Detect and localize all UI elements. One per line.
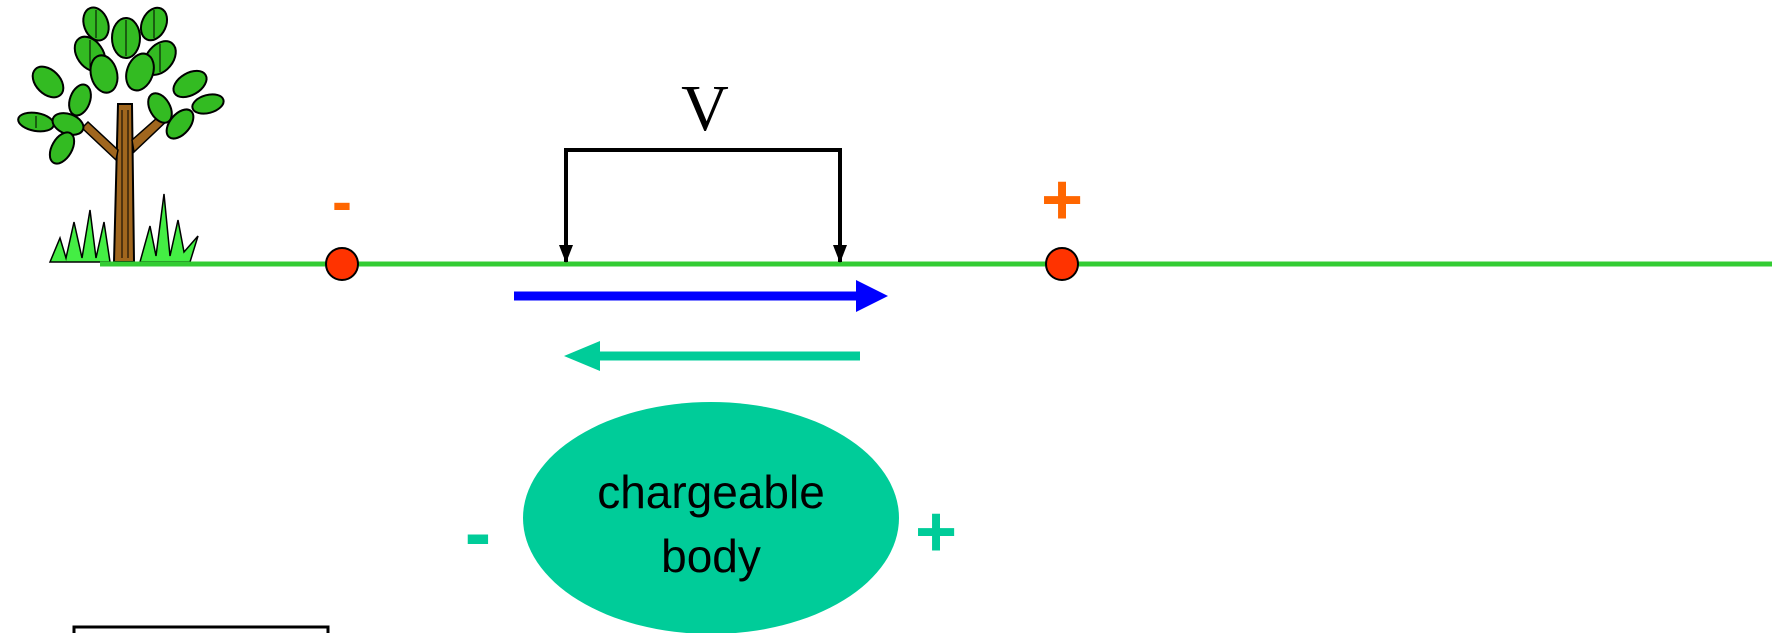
- return-arrow: [564, 341, 860, 371]
- current-arrow: [514, 280, 888, 312]
- left-electrode-sign: -: [332, 168, 352, 235]
- voltmeter-left-arrowhead: [559, 245, 573, 263]
- empty-box: [72, 625, 330, 633]
- voltmeter-wire: [564, 148, 842, 262]
- body-label-line2: body: [661, 530, 761, 582]
- tree-icon: [17, 6, 225, 263]
- left-electrode: [325, 247, 359, 281]
- right-electrode: [1045, 247, 1079, 281]
- body-label-line1: chargeable: [597, 466, 825, 518]
- right-electrode-sign: +: [1041, 160, 1083, 240]
- body-left-sign: -: [465, 488, 492, 577]
- voltmeter-right-arrowhead: [833, 245, 847, 263]
- body-right-sign: +: [915, 492, 957, 572]
- chargeable-body: [523, 402, 899, 633]
- voltage-label: V: [681, 72, 729, 145]
